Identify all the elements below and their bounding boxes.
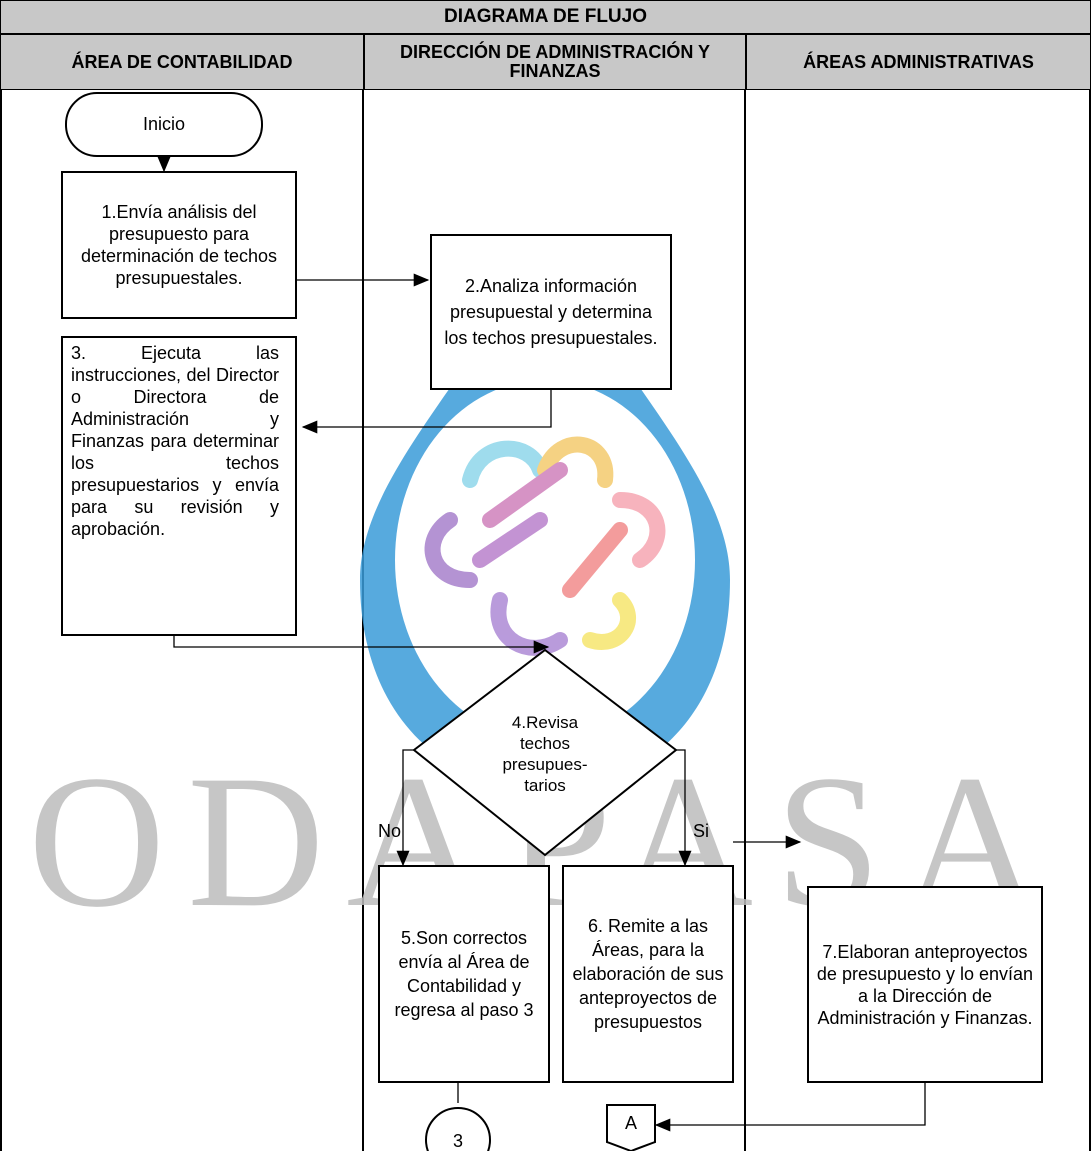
step-1-box: 1.Envía análisis del presupuesto para de… bbox=[61, 171, 297, 319]
start-terminator: Inicio bbox=[142, 114, 186, 134]
connector-3: 3 bbox=[452, 1131, 463, 1151]
step-5-box: 5.Son correctos envía al Área de Contabi… bbox=[378, 865, 550, 1083]
lane-header-direccion: DIRECCIÓN DE ADMINISTRACIÓN Y FINANZAS bbox=[364, 34, 746, 90]
diagram-title: DIAGRAMA DE FLUJO bbox=[0, 0, 1091, 34]
step-2-box: 2.Analiza información presupuestal y det… bbox=[430, 234, 672, 390]
step-4-decision-label: 4.Revisa techos presupues-tarios bbox=[502, 713, 588, 795]
step-6-box: 6. Remite a las Áreas, para la elaboraci… bbox=[562, 865, 734, 1083]
lane-header-areas: ÁREAS ADMINISTRATIVAS bbox=[746, 34, 1091, 90]
lane-border-left bbox=[0, 90, 2, 1151]
step-7-box: 7.Elaboran anteproyectos de presupuesto … bbox=[807, 886, 1043, 1083]
connector-a: A bbox=[624, 1113, 637, 1133]
decision-diamond bbox=[412, 648, 678, 857]
step-3-box: 3. Ejecuta las instrucciones, del Direct… bbox=[61, 336, 297, 636]
lane-border-right bbox=[1089, 90, 1091, 1151]
branch-yes-label: Si bbox=[693, 821, 710, 841]
lane-header-contabilidad: ÁREA DE CONTABILIDAD bbox=[0, 34, 364, 90]
lane-divider-2 bbox=[744, 90, 746, 1151]
branch-no-label: No bbox=[378, 821, 402, 841]
